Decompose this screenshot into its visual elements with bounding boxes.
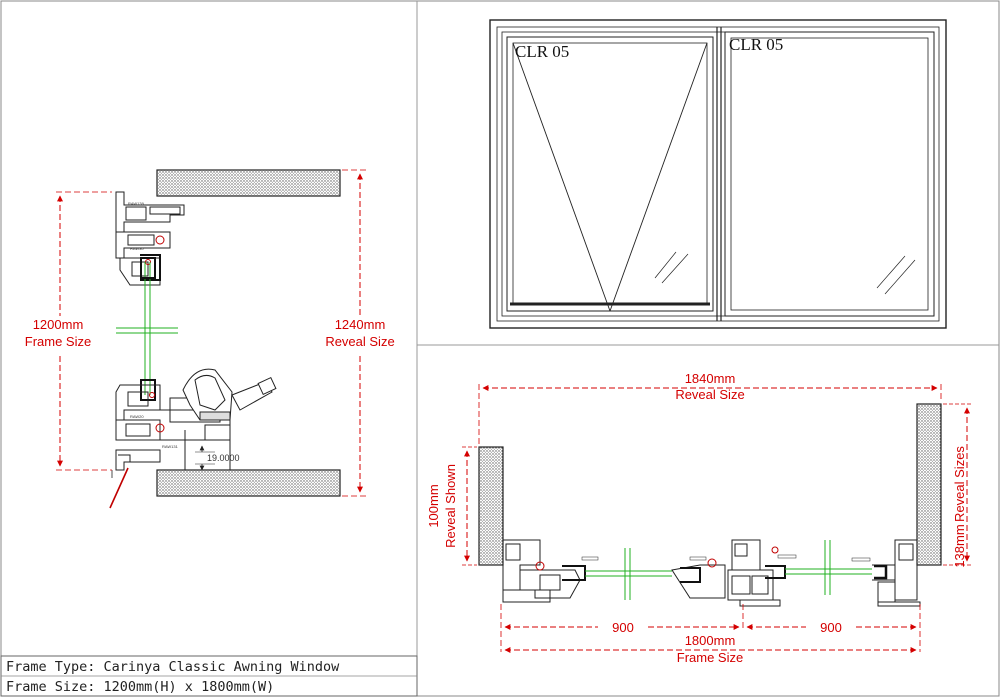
reveal-size-value: 1240mm <box>335 317 386 332</box>
part-code-raw20: RAW20 <box>130 414 144 419</box>
reveal-sizes-value: 138mm <box>952 524 967 567</box>
reveal-size-label: Reveal Size <box>325 334 394 349</box>
gap-dimension <box>195 445 215 471</box>
frame-size-value: 1200mm <box>33 317 84 332</box>
horizontal-plan-view: 1840mm Reveal Size 100mm Reveal Shown Re… <box>426 371 972 665</box>
frame-width-value: 1800mm <box>685 633 736 648</box>
gap-dimension-label: 19.0000 <box>207 453 240 463</box>
left-awning-sash <box>506 36 714 312</box>
plan-seal-tags <box>581 554 871 562</box>
right-fixed-sash <box>724 31 935 317</box>
frame-size-label: Frame Size <box>25 334 91 349</box>
mullion-profile <box>671 539 786 607</box>
reveal-width-dimension-line <box>478 384 942 445</box>
bottom-reveal-wall <box>156 469 341 497</box>
frame-size-dimension-line <box>56 191 112 471</box>
window-elevation-view <box>489 19 947 329</box>
reveal-shown-dimension-line <box>462 446 477 566</box>
title-block <box>0 655 418 697</box>
left-jamb-profile <box>502 539 586 603</box>
reveal-shown-value: 100mm <box>426 484 441 527</box>
top-reveal-wall <box>156 169 341 197</box>
left-sash-label: CLR 05 <box>515 42 569 61</box>
plan-glass-panes <box>585 540 872 600</box>
panel-width-dimension-lines <box>500 604 921 652</box>
right-sash-label: CLR 05 <box>729 35 783 54</box>
glass-pane-section <box>116 257 178 401</box>
frame-type-field: Frame Type: Carinya Classic Awning Windo… <box>6 659 340 675</box>
sill-frame-profile <box>115 384 231 471</box>
part-code-raw139: RAW139 <box>128 201 145 206</box>
right-jamb-wall <box>916 403 942 566</box>
part-code-raw131: RAW131 <box>162 444 179 449</box>
left-panel-width: 900 <box>612 620 634 635</box>
reveal-sizes-label: Reveal Sizes <box>952 446 967 522</box>
frame-width-label: Frame Size <box>677 650 743 665</box>
reveal-shown-label: Reveal Shown <box>443 464 458 548</box>
reveal-sizes-dimension-line <box>943 403 972 566</box>
frame-size-field: Frame Size: 1200mm(H) x 1800mm(W) <box>6 679 274 695</box>
reveal-width-label: Reveal Size <box>675 387 744 402</box>
right-jamb-profile <box>872 539 921 607</box>
left-jamb-wall <box>478 446 504 566</box>
reveal-size-dimension-line <box>342 169 366 497</box>
reveal-width-value: 1840mm <box>685 371 736 386</box>
winder-handle <box>182 368 277 421</box>
vertical-section-view: RAW139 RAW30 RAW20 RAW131 <box>25 169 395 509</box>
sill-trim <box>109 454 131 509</box>
part-code-raw30: RAW30 <box>130 246 144 251</box>
right-panel-width: 900 <box>820 620 842 635</box>
